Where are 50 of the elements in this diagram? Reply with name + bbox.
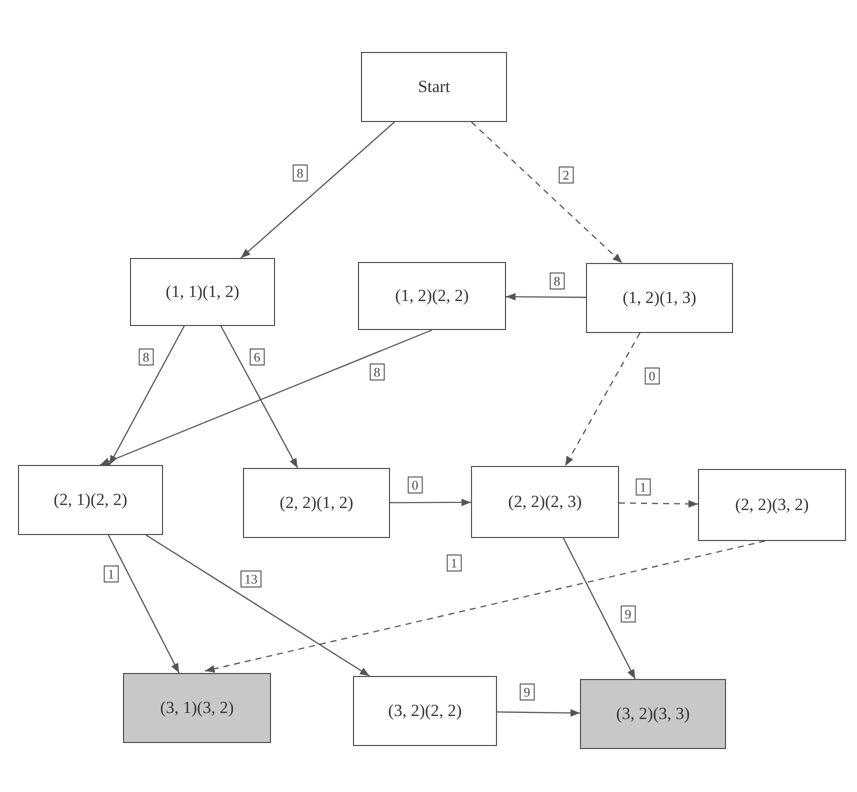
arrow (204, 540, 766, 673)
arrow (220, 326, 298, 468)
arrow (562, 538, 636, 680)
edge-label: 9 (620, 606, 636, 622)
state-box (18, 465, 163, 535)
state-box (586, 263, 733, 333)
state-label: (3, 1)(3, 2) (160, 697, 234, 720)
state-box (358, 262, 506, 330)
arrow (108, 534, 180, 674)
edge-label: 9 (520, 684, 534, 700)
state-box (130, 258, 275, 326)
edge-label: 13 (240, 570, 262, 588)
state-box (243, 468, 390, 538)
state-box (361, 52, 507, 122)
edge-label: 0 (644, 368, 660, 384)
arrow (390, 498, 471, 506)
edge-label: 2 (558, 166, 574, 184)
arrow (100, 329, 432, 466)
state-box (353, 676, 497, 746)
state-box (698, 469, 846, 541)
edge-label: 6 (250, 348, 264, 366)
state-label: (2, 1)(2, 2) (54, 489, 128, 512)
edge-label: 8 (138, 348, 154, 366)
arrow (108, 326, 185, 466)
state-label: (1, 2)(1, 3) (622, 287, 696, 310)
arrow (564, 332, 640, 466)
state-label: (2, 2)(2, 3) (508, 491, 582, 514)
shaded-state-box (580, 679, 726, 749)
edge-label: 0 (408, 476, 422, 494)
state-label: (2, 2)(3, 2) (735, 494, 809, 516)
state-label: Start (418, 76, 450, 98)
edge-label: 1 (446, 554, 462, 572)
state-label: (1, 1)(1, 2) (166, 281, 240, 304)
state-box (471, 466, 619, 538)
state-label: (3, 2)(2, 2) (388, 700, 462, 722)
arrow (146, 534, 370, 676)
shaded-state-box (123, 673, 271, 743)
arrow (471, 122, 622, 264)
edge-label: 8 (370, 364, 384, 380)
arrow (497, 709, 580, 717)
edge-label: 8 (292, 164, 308, 182)
edge-label: 1 (636, 478, 650, 496)
arrow (506, 292, 586, 301)
state-label: (1, 2)(2, 2) (395, 285, 469, 308)
state-label: (2, 2)(1, 2) (280, 492, 354, 514)
arrow (619, 500, 698, 508)
arrow (240, 122, 395, 258)
state-label: (3, 2)(3, 3) (616, 703, 690, 726)
edge-label: 8 (550, 272, 564, 290)
edge-label: 1 (104, 566, 118, 582)
